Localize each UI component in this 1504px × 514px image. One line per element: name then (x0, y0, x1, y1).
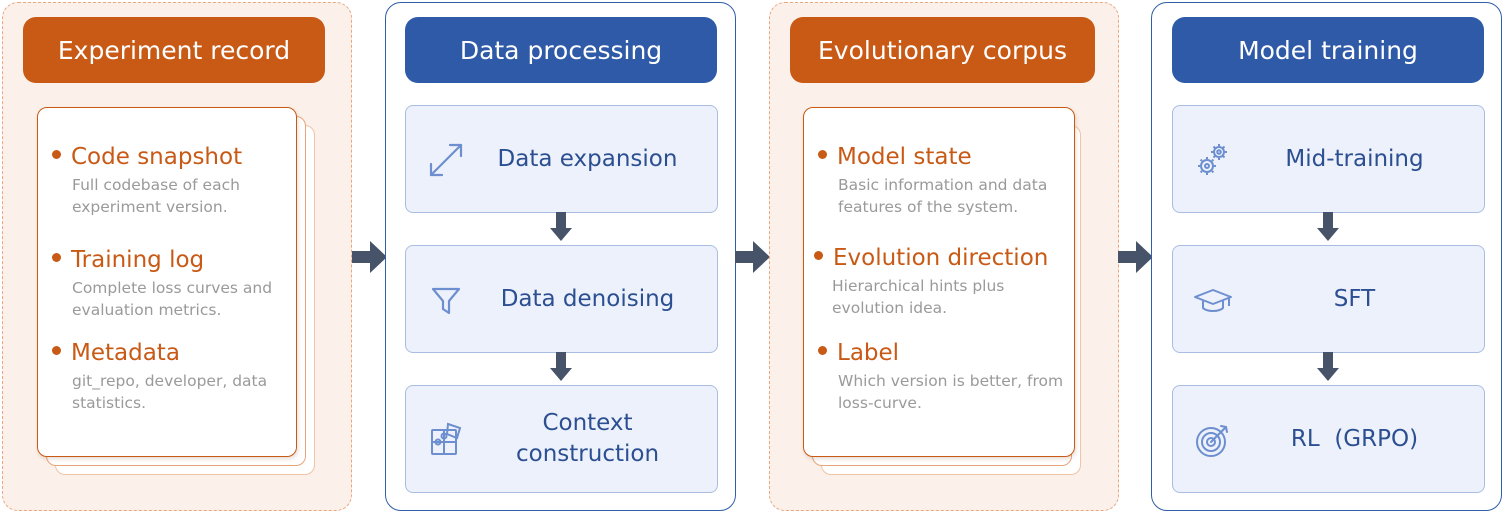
evolutionary-corpus-title: Evolutionary corpus (818, 35, 1067, 65)
flow-arrow-icon (1118, 241, 1153, 273)
experiment-record-card: Code snapshot Full codebase of each expe… (37, 107, 297, 457)
item-title: Model state (837, 144, 972, 170)
list-item: Label Which version is better, from loss… (818, 340, 1078, 414)
step-label: Mid-training (1285, 145, 1424, 172)
item-description: Hierarchical hints plus evolution idea. (832, 277, 1005, 317)
down-arrow-icon (550, 212, 572, 241)
step-data-expansion: Data expansion (405, 105, 718, 213)
down-arrow-icon (1317, 212, 1339, 241)
experiment-record-header: Experiment record (23, 17, 325, 83)
item-description: git_repo, developer, data statistics. (72, 372, 268, 412)
puzzle-icon (431, 422, 462, 455)
step-context-construction: Context construction (405, 385, 718, 493)
list-item: Evolution direction Hierarchical hints p… (814, 245, 1072, 319)
model-training-header: Model training (1172, 17, 1484, 83)
target-icon (1196, 425, 1228, 457)
experiment-record-card-stack: Code snapshot Full codebase of each expe… (37, 107, 315, 475)
bullet-icon (818, 150, 827, 159)
bullet-icon (814, 251, 823, 260)
down-arrow-icon (550, 352, 572, 381)
list-item: Model state Basic information and data f… (818, 144, 1078, 218)
diagonal-arrows-icon (429, 143, 463, 177)
list-item: Training log Complete loss curves and ev… (52, 247, 312, 321)
evolutionary-corpus-header: Evolutionary corpus (790, 17, 1095, 83)
filter-icon (431, 287, 461, 315)
evolutionary-corpus-card-stack: Model state Basic information and data f… (803, 107, 1081, 475)
list-item: Metadata git_repo, developer, data stati… (52, 340, 312, 414)
step-label: Data denoising (500, 285, 675, 312)
step-data-denoising: Data denoising (405, 245, 718, 353)
step-mid-training: Mid-training (1172, 105, 1485, 213)
item-description: Which version is better, from loss-curve… (838, 372, 1064, 412)
item-title: Code snapshot (71, 144, 243, 170)
step-label: RL (GRPO) (1290, 425, 1419, 452)
evolutionary-corpus-card: Model state Basic information and data f… (803, 107, 1075, 457)
step-label: Context construction (515, 410, 660, 467)
item-title: Evolution direction (833, 245, 1049, 271)
graduation-cap-icon (1194, 289, 1232, 312)
step-label: SFT (1333, 285, 1376, 312)
step-label: Data expansion (497, 145, 678, 172)
item-description: Full codebase of each experiment version… (72, 176, 240, 216)
bullet-icon (52, 346, 61, 355)
data-processing-title: Data processing (459, 35, 663, 65)
item-title: Label (837, 340, 900, 366)
item-title: Metadata (71, 340, 180, 366)
flow-arrow-icon (352, 241, 387, 273)
item-title: Training log (71, 247, 205, 273)
model-training-title: Model training (1238, 35, 1418, 65)
gears-icon (1198, 144, 1227, 175)
experiment-record-title: Experiment record (57, 35, 291, 65)
bullet-icon (52, 150, 61, 159)
data-processing-header: Data processing (405, 17, 717, 83)
bullet-icon (818, 346, 827, 355)
step-rl-grpo: RL (GRPO) (1172, 385, 1485, 493)
list-item: Code snapshot Full codebase of each expe… (52, 144, 312, 218)
flow-arrow-icon (735, 241, 770, 273)
down-arrow-icon (1317, 352, 1339, 381)
bullet-icon (52, 253, 61, 262)
item-description: Basic information and data features of t… (838, 176, 1048, 216)
step-sft: SFT (1172, 245, 1485, 353)
item-description: Complete loss curves and evaluation metr… (72, 279, 273, 319)
